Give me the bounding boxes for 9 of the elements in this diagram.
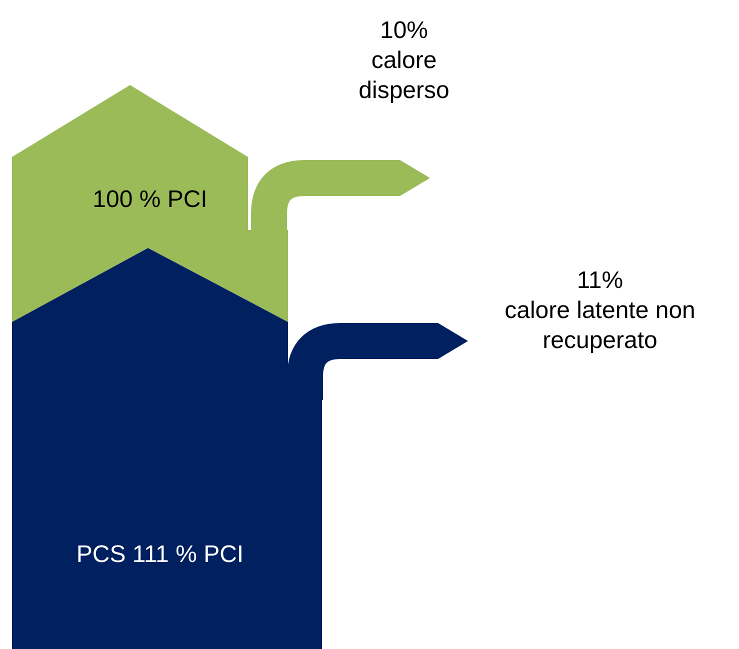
block-label: PCS 111 % PCI [75, 540, 245, 570]
block-label: 100 % PCI [92, 185, 208, 215]
flow-block [12, 85, 288, 322]
flow-arrow [251, 160, 430, 232]
flow-label: calore latente non recuperato [504, 296, 696, 356]
flow-label: 11% [576, 266, 624, 296]
flow-block [12, 248, 322, 649]
flow-label: 10% [378, 16, 430, 46]
flow-label: calore disperso [358, 46, 450, 106]
